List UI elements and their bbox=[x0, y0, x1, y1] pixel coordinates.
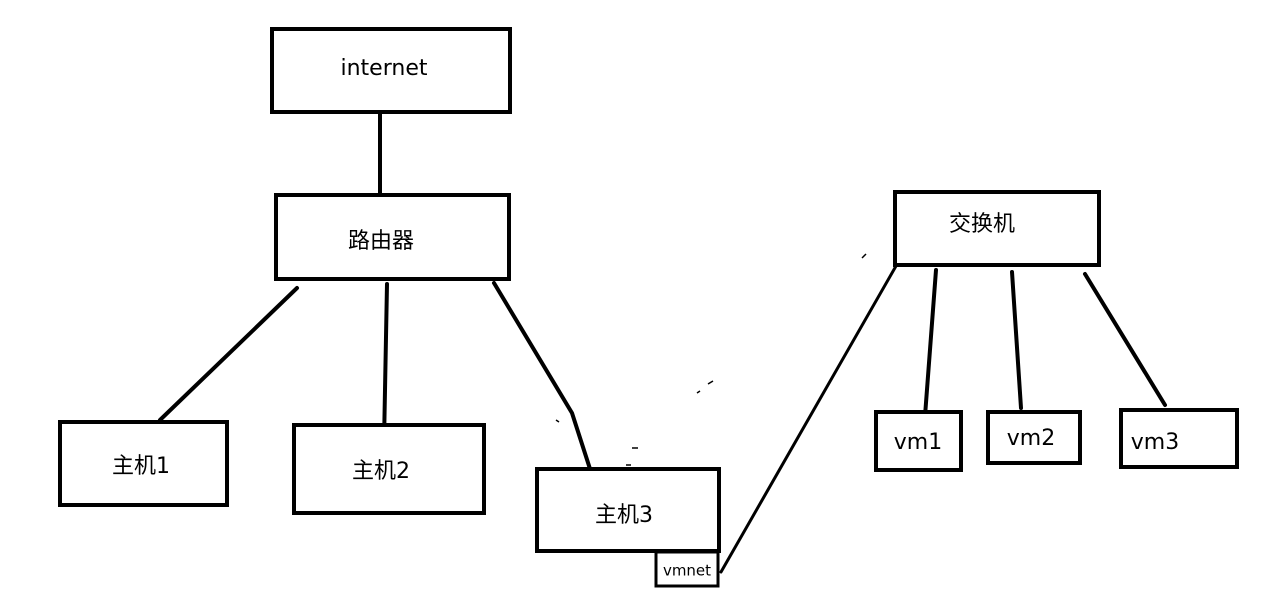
switch-node: 交换机 bbox=[893, 190, 1101, 267]
link-router-host3 bbox=[492, 281, 593, 474]
host1-label: 主机1 bbox=[112, 454, 170, 479]
stray-marks bbox=[555, 253, 867, 466]
vm2-label: vm2 bbox=[1007, 426, 1055, 451]
router-node: 路由器 bbox=[274, 193, 511, 281]
link-switch-vm3 bbox=[1083, 272, 1167, 407]
link-switch-vm2 bbox=[1010, 270, 1023, 410]
link-switch-vm1 bbox=[923, 268, 938, 418]
host2-node: 主机2 bbox=[292, 423, 486, 515]
vm3-node: vm3 bbox=[1119, 408, 1239, 469]
link-router-host1 bbox=[158, 286, 299, 422]
internet-label: internet bbox=[341, 56, 428, 81]
vmnet-node: vmnet bbox=[654, 550, 720, 588]
vm2-node: vm2 bbox=[986, 410, 1082, 465]
vmnet-label: vmnet bbox=[663, 562, 711, 580]
host1-node: 主机1 bbox=[58, 420, 229, 507]
link-router-host2 bbox=[382, 282, 389, 445]
internet-node: internet bbox=[270, 27, 512, 114]
vm1-node: vm1 bbox=[874, 410, 963, 472]
vm1-label: vm1 bbox=[894, 430, 942, 455]
host2-label: 主机2 bbox=[352, 459, 410, 484]
router-label: 路由器 bbox=[348, 229, 414, 254]
vm3-label: vm3 bbox=[1131, 430, 1179, 455]
link-vmnet-switch bbox=[719, 264, 898, 574]
host3-node: 主机3 bbox=[535, 467, 721, 553]
switch-label: 交换机 bbox=[949, 212, 1015, 237]
host3-label: 主机3 bbox=[595, 503, 653, 528]
